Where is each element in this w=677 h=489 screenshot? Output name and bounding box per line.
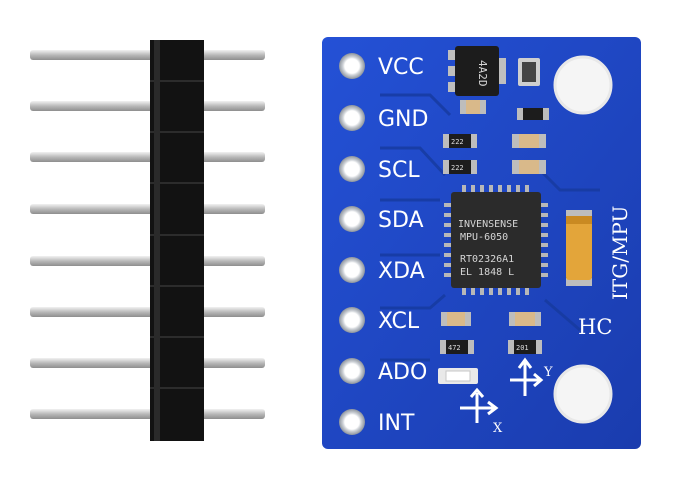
axis-x-icon: [460, 387, 499, 423]
header-pin: [30, 50, 265, 60]
capacitor-smd: [512, 134, 546, 148]
pin-label-ado: ADO: [378, 360, 427, 385]
pin-pad: [339, 156, 365, 182]
regulator-marking: 4A2D: [476, 60, 489, 87]
chip-leads: [444, 185, 548, 295]
resistor-472: 472: [440, 340, 474, 354]
header-highlight: [154, 40, 160, 441]
header-pin: [30, 358, 265, 368]
header-pin: [30, 101, 265, 111]
header-pin: [30, 152, 265, 162]
capacitor-smd: [512, 160, 546, 174]
pin-pad: [339, 257, 365, 283]
header-pins: [30, 50, 265, 419]
resistor-label: 222: [451, 138, 464, 146]
pin-pad: [339, 53, 365, 79]
pin-label-xcl: XCL: [378, 309, 420, 334]
pin-pad: [339, 409, 365, 435]
mounting-hole: [553, 55, 613, 115]
header-pin: [30, 256, 265, 266]
header-pin: [30, 204, 265, 214]
axis-y-label: Y: [543, 365, 553, 380]
resistor-label: 222: [451, 164, 464, 172]
pin-pad: [339, 358, 365, 384]
chip-maker: INVENSENSE: [458, 219, 518, 230]
pin-label-int: INT: [378, 411, 415, 436]
header-pin: [30, 409, 265, 419]
pin-label-scl: SCL: [378, 158, 420, 183]
smd-components-bottom: [441, 312, 541, 326]
tantalum-capacitor: [566, 210, 592, 286]
pin-pad: [339, 206, 365, 232]
chip-date: EL 1848 L: [460, 267, 514, 278]
resistor-222-a: 222: [443, 134, 477, 148]
chip-model: MPU-6050: [460, 232, 508, 243]
header-pin: [30, 307, 265, 317]
axis-x-label: X: [493, 421, 503, 436]
power-led: [438, 368, 478, 384]
pin-label-vcc: VCC: [378, 55, 424, 80]
pin-pads: [339, 53, 365, 435]
mpu6050-board: VCC GND SCL SDA XDA XCL ADO INT 4A2D: [322, 37, 641, 449]
mounting-hole: [553, 364, 613, 424]
pcb-traces: [380, 93, 600, 362]
resistor-label: 201: [516, 344, 529, 352]
pin-pad: [339, 105, 365, 131]
pin-header: [30, 40, 265, 441]
silkscreen-hc: HC: [578, 315, 612, 339]
smd-components-top: [460, 58, 549, 120]
mpu6050-chip: INVENSENSE MPU-6050 RT02326A1 EL 1848 L: [444, 185, 548, 295]
chip-body: [451, 192, 541, 288]
pin-label-xda: XDA: [378, 259, 425, 284]
pin-pad: [339, 307, 365, 333]
chip-lot: RT02326A1: [460, 254, 514, 265]
resistor-201: 201: [508, 340, 542, 354]
pin-labels: VCC GND SCL SDA XDA XCL ADO INT: [378, 55, 428, 436]
resistor-label: 472: [448, 344, 461, 352]
axis-y-icon: [510, 357, 544, 396]
silkscreen-itg-mpu: ITG/MPU: [608, 206, 632, 300]
pin-label-sda: SDA: [378, 208, 424, 233]
pin-label-gnd: GND: [378, 107, 428, 132]
resistor-222-b: 222: [443, 160, 477, 174]
voltage-regulator: 4A2D: [448, 46, 506, 96]
